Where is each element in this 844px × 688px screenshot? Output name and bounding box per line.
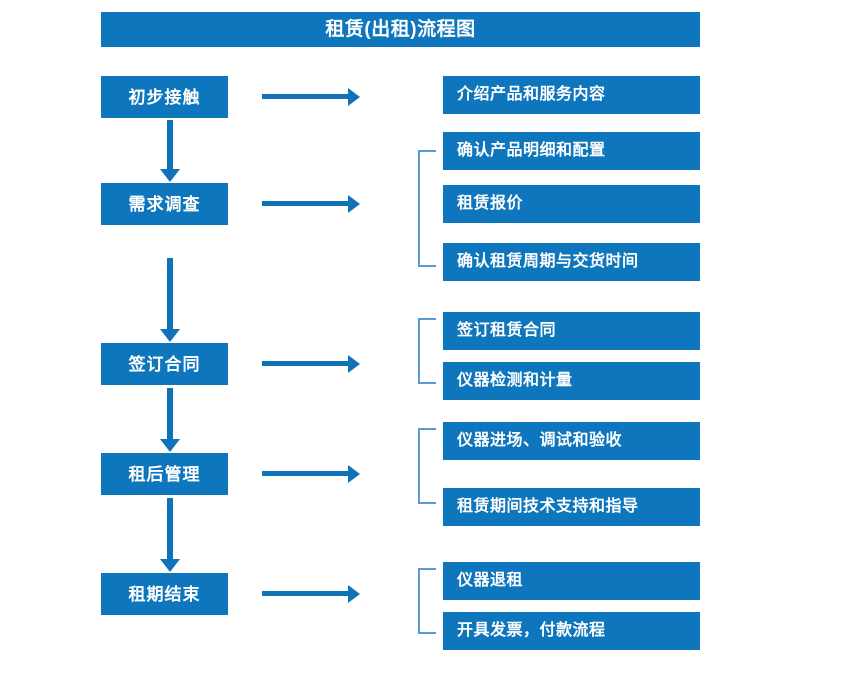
stage-box-post-lease-management[interactable]: 租后管理 bbox=[101, 453, 228, 495]
stage-label: 租期结束 bbox=[128, 584, 201, 604]
arrow-head bbox=[160, 559, 180, 572]
detail-box-introduce-products[interactable]: 介绍产品和服务内容 bbox=[443, 76, 700, 114]
arrow-shaft bbox=[262, 591, 348, 596]
arrow-head bbox=[348, 465, 360, 483]
group-bracket-icon bbox=[418, 318, 436, 384]
detail-box-technical-support[interactable]: 租赁期间技术支持和指导 bbox=[443, 488, 700, 526]
diagram-title-banner: 租赁(出租)流程图 bbox=[101, 12, 700, 47]
detail-box-invoice-payment[interactable]: 开具发票，付款流程 bbox=[443, 612, 700, 650]
stage-label: 需求调查 bbox=[128, 194, 201, 214]
detail-label: 租赁报价 bbox=[457, 195, 524, 212]
arrow-head bbox=[160, 439, 180, 452]
detail-label: 确认产品明细和配置 bbox=[457, 142, 606, 159]
group-bracket-icon bbox=[418, 150, 436, 267]
stage-box-sign-contract[interactable]: 签订合同 bbox=[101, 343, 228, 385]
detail-box-instrument-inspection[interactable]: 仪器检测和计量 bbox=[443, 362, 700, 400]
arrow-right-icon bbox=[262, 465, 360, 483]
group-bracket-icon bbox=[418, 428, 436, 504]
detail-box-lease-period-delivery[interactable]: 确认租赁周期与交货时间 bbox=[443, 243, 700, 281]
detail-label: 确认租赁周期与交货时间 bbox=[457, 253, 639, 270]
arrow-shaft bbox=[167, 258, 173, 329]
arrow-right-icon bbox=[262, 195, 360, 213]
stage-label: 租后管理 bbox=[128, 464, 201, 484]
arrow-shaft bbox=[262, 471, 348, 476]
detail-label: 租赁期间技术支持和指导 bbox=[457, 498, 639, 515]
stage-label: 签订合同 bbox=[128, 354, 201, 374]
arrow-head bbox=[348, 195, 360, 213]
arrow-head bbox=[348, 88, 360, 106]
detail-box-confirm-specs[interactable]: 确认产品明细和配置 bbox=[443, 132, 700, 170]
arrow-shaft bbox=[262, 201, 348, 206]
arrow-right-icon bbox=[262, 88, 360, 106]
arrow-shaft bbox=[262, 361, 348, 366]
detail-box-instrument-return[interactable]: 仪器退租 bbox=[443, 562, 700, 600]
detail-box-instrument-delivery-commissioning[interactable]: 仪器进场、调试和验收 bbox=[443, 422, 700, 460]
arrow-down-icon bbox=[158, 498, 182, 572]
arrow-shaft bbox=[167, 498, 173, 559]
arrow-down-icon bbox=[158, 120, 182, 182]
detail-label: 仪器退租 bbox=[457, 572, 524, 589]
detail-box-sign-lease-contract[interactable]: 签订租赁合同 bbox=[443, 312, 700, 350]
detail-label: 签订租赁合同 bbox=[457, 322, 557, 339]
stage-box-lease-end[interactable]: 租期结束 bbox=[101, 573, 228, 615]
arrow-head bbox=[160, 329, 180, 342]
arrow-right-icon bbox=[262, 355, 360, 373]
detail-box-lease-quote[interactable]: 租赁报价 bbox=[443, 185, 700, 223]
arrow-shaft bbox=[167, 120, 173, 169]
arrow-shaft bbox=[262, 94, 348, 99]
detail-label: 介绍产品和服务内容 bbox=[457, 86, 606, 103]
arrow-head bbox=[348, 355, 360, 373]
arrow-shaft bbox=[167, 388, 173, 439]
arrow-down-icon bbox=[158, 258, 182, 342]
detail-label: 仪器进场、调试和验收 bbox=[457, 432, 623, 449]
arrow-down-icon bbox=[158, 388, 182, 452]
stage-box-initial-contact[interactable]: 初步接触 bbox=[101, 76, 228, 118]
group-bracket-icon bbox=[418, 568, 436, 634]
arrow-head bbox=[160, 169, 180, 182]
arrow-head bbox=[348, 585, 360, 603]
stage-label: 初步接触 bbox=[128, 87, 201, 107]
stage-box-needs-survey[interactable]: 需求调查 bbox=[101, 183, 228, 225]
arrow-right-icon bbox=[262, 585, 360, 603]
detail-label: 仪器检测和计量 bbox=[457, 372, 573, 389]
page-title: 租赁(出租)流程图 bbox=[325, 19, 476, 40]
detail-label: 开具发票，付款流程 bbox=[457, 622, 606, 639]
